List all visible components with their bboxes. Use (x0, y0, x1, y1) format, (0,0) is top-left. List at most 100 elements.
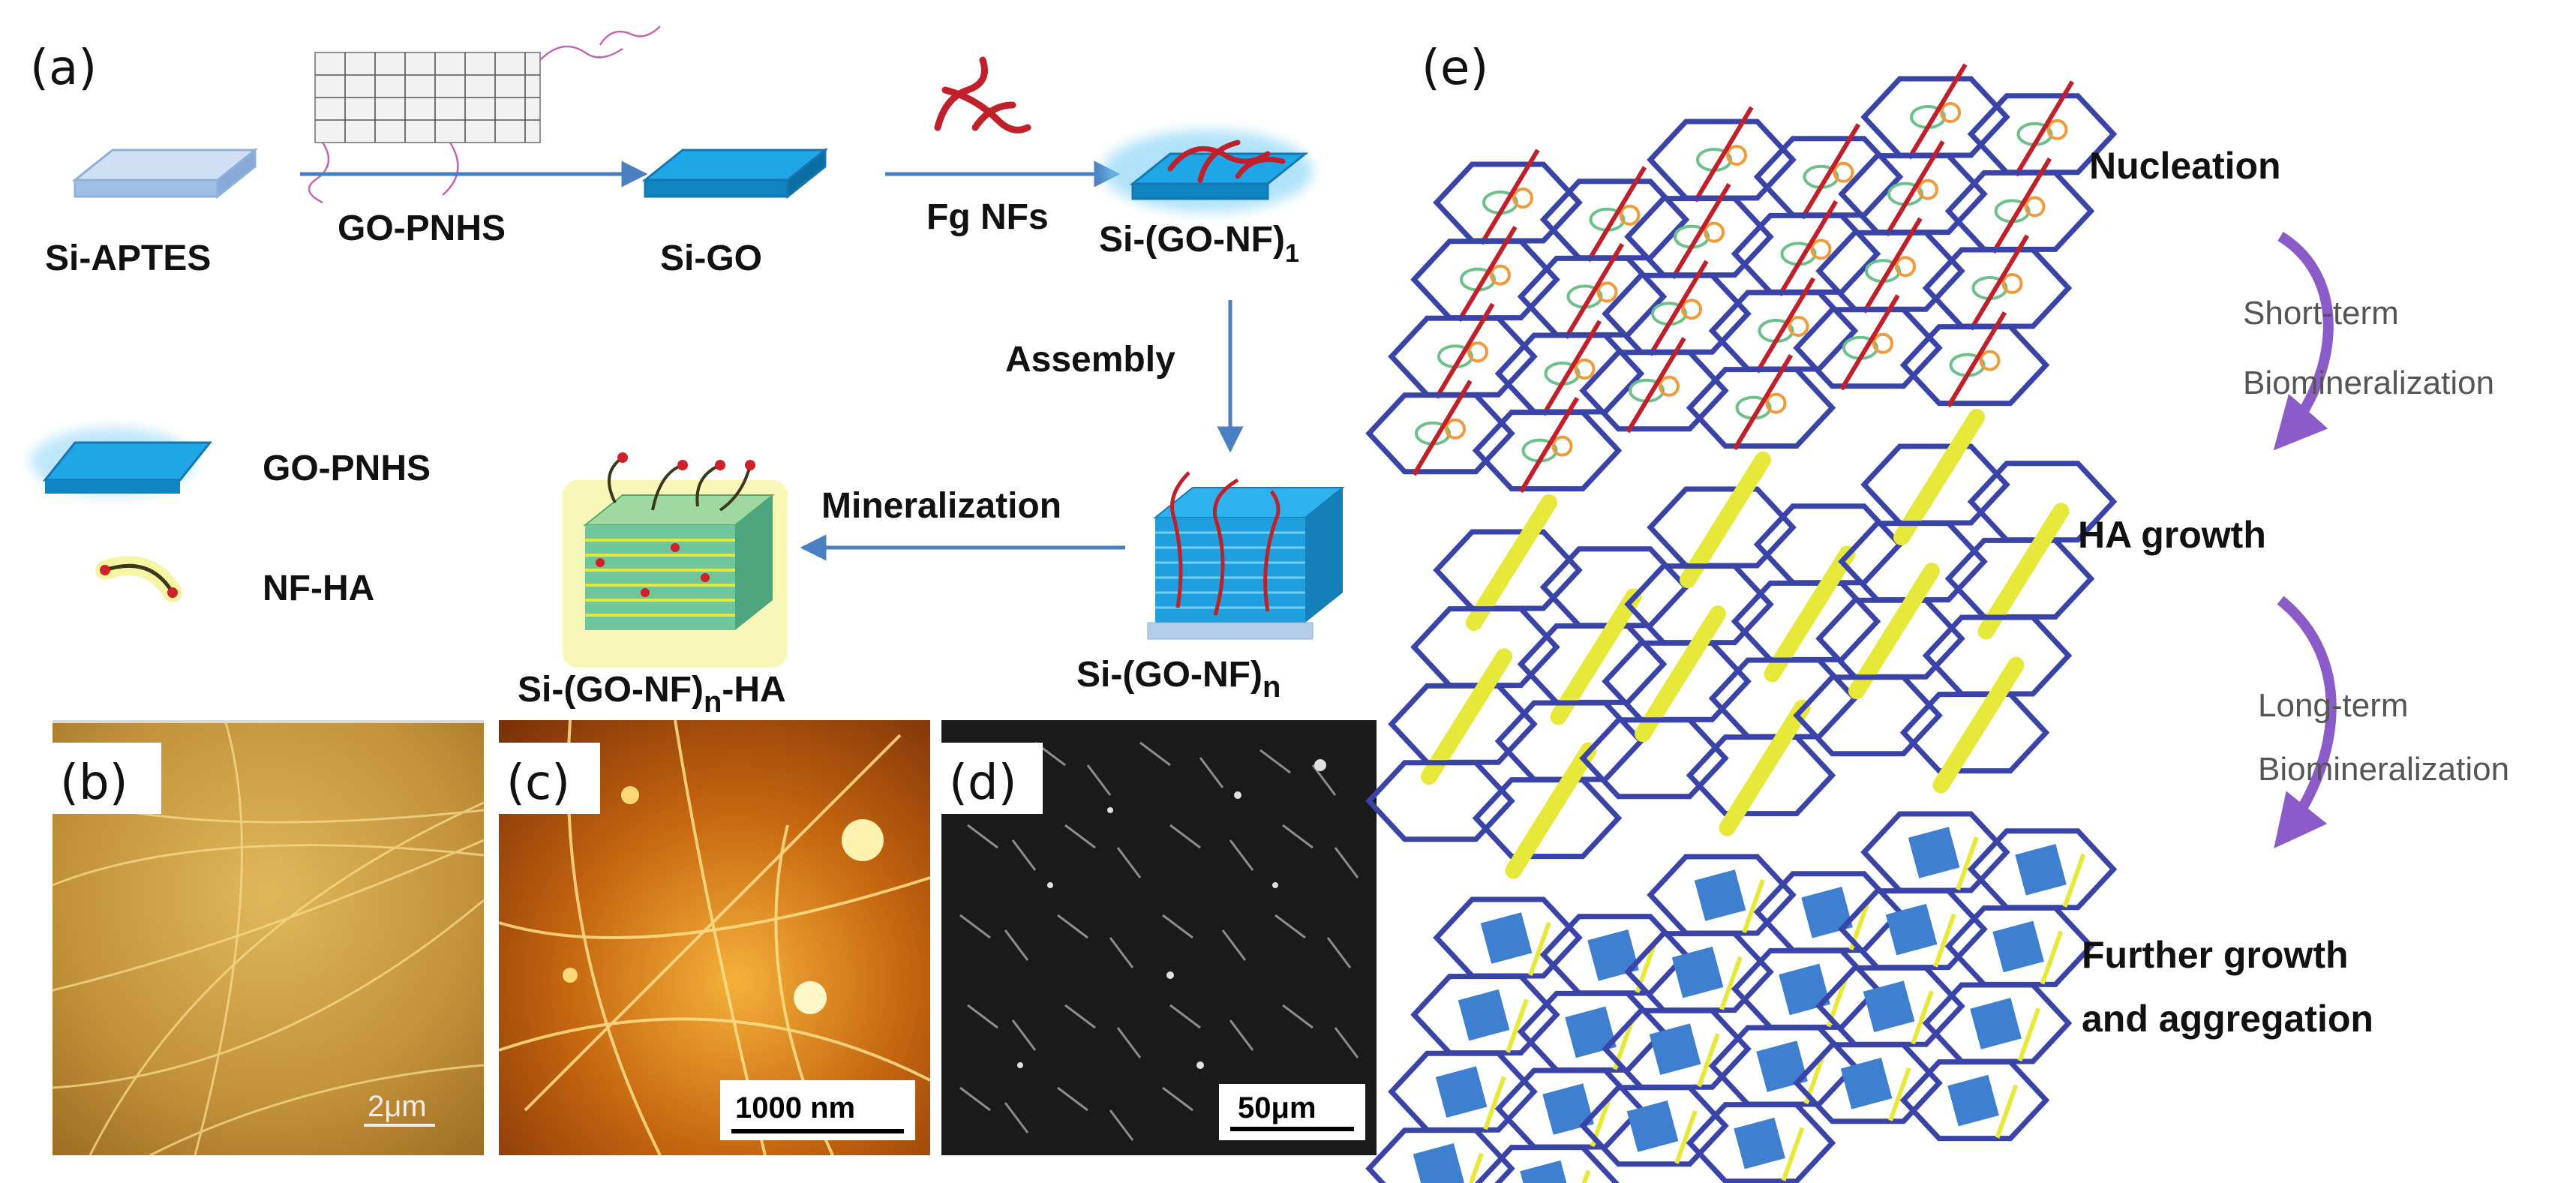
nucleation-site (1512, 188, 1533, 209)
fibrinogen-nanofiber (1648, 260, 1709, 356)
legend-nf-ha-swatch (95, 556, 182, 602)
ha-crystal (1587, 929, 1639, 981)
assembly-label: Assembly (1005, 340, 1175, 380)
ha-rod (1932, 656, 2025, 794)
hexagon-cell (1388, 1050, 1538, 1133)
lattice-nucleation (1365, 63, 2118, 494)
go-sheet-molecule (308, 26, 661, 204)
panel-c-letter: (c) (506, 755, 570, 811)
hexagon-cell (1793, 674, 1943, 757)
panel-c-letter-box (499, 743, 600, 814)
hexagon-cell (1388, 683, 1538, 765)
fibrinogen-nanofiber (1563, 242, 1625, 339)
hexagon-cell (1860, 811, 2010, 893)
legend-nf-ha-label: NF-HA (263, 569, 374, 608)
hexagon-cell (1944, 170, 2095, 252)
mineralization-label: Mineralization (821, 486, 1061, 526)
nucleation-site (2046, 119, 2068, 140)
hexagon-cell (1602, 1007, 1752, 1090)
fibrinogen-nanofiber (1518, 397, 1580, 494)
ha-crystal (1413, 1143, 1465, 1183)
hexagon-cell (1815, 965, 1965, 1047)
ha-crystal (1565, 1006, 1617, 1058)
hexagon-cell (1410, 239, 1560, 321)
panel-a-letter: (a) (30, 41, 97, 96)
nucleation-site (1681, 299, 1702, 320)
ha-crystal (1801, 887, 1853, 938)
hexagon-cell (1838, 521, 1988, 603)
si-go-nf-n-ha-stack (563, 452, 788, 668)
hexagon-cell (1579, 350, 1729, 432)
ha-rod (1977, 503, 2070, 640)
hexagon-cell (1944, 905, 2095, 987)
lattice-ha-growth (1365, 409, 2118, 879)
fibrinogen-nanofiber (1839, 294, 1900, 391)
hexagon-cell (1899, 692, 2050, 774)
hexagon-cell (1793, 1042, 1943, 1124)
hexagon-cell (1472, 777, 1623, 860)
ha-fiber (1933, 913, 1956, 968)
ha-rod (1719, 699, 1811, 836)
fg-nfs-label: Fg NFs (926, 197, 1049, 237)
fibrinogen-nanofiber (1434, 302, 1495, 399)
ha-fiber (1674, 1109, 1698, 1164)
ha-crystal (1671, 946, 1724, 998)
ha-crystal (1520, 1160, 1572, 1183)
short-term-label-2: Biomineralization (2243, 365, 2494, 401)
ha-rod (1635, 605, 1726, 743)
si-aptes-plate (71, 147, 259, 200)
hexagon-cell (1860, 443, 2010, 526)
hexagon-cell (1686, 1102, 1836, 1183)
long-term-label-2: Biomineralization (2258, 751, 2509, 788)
go-pnhs-step-label: GO-PNHS (338, 209, 506, 248)
hexagon-cell (1624, 931, 1774, 1013)
short-term-curve-arrow (2273, 232, 2334, 451)
ha-crystal (1992, 920, 2044, 973)
fibrinogen-nanofiber (1626, 337, 1686, 434)
fibrinogen-nanofiber (1479, 149, 1540, 245)
hexagon-cell (1579, 717, 1729, 800)
panel-d-scale-label: 50μm (1238, 1091, 1317, 1124)
panel-e-letter: (e) (1422, 41, 1488, 96)
fibrinogen-nanofiber (1884, 140, 1945, 237)
ha-rod (1550, 588, 1642, 725)
ha-rod (1893, 409, 1985, 545)
ha-fiber (2040, 930, 2064, 985)
si-go-label: Si-GO (660, 239, 762, 278)
ha-crystal (1779, 963, 1830, 1016)
ha-crystal (1694, 869, 1746, 921)
ha-crystal (1908, 827, 1960, 878)
ha-crystal (2015, 844, 2067, 896)
nucleation-site (1872, 332, 1893, 354)
long-term-curve-arrow (2274, 596, 2337, 848)
hexagon-cell (1922, 247, 2073, 329)
nucleation-site (1765, 392, 1787, 414)
hexagon-cell (1647, 486, 1797, 569)
stage-further-growth-label-2: and aggregation (2082, 998, 2373, 1040)
ha-crystal (1970, 998, 2022, 1049)
hexagon-cell (1472, 410, 1623, 492)
fibrinogen-nanofiber (1755, 277, 1816, 374)
hexagon-cell (1686, 734, 1836, 817)
hexagon-cell (1647, 119, 1797, 201)
ha-crystal (1649, 1023, 1701, 1076)
ha-rod (1421, 648, 1512, 785)
ha-fiber (1468, 1152, 1484, 1183)
legend-go-pnhs-label: GO-PNHS (263, 449, 431, 488)
fibrinogen-nanofiber (1946, 311, 2007, 408)
nucleation-site (1619, 204, 1641, 226)
hexagon-cell (1922, 614, 2073, 697)
ha-crystal (1435, 1066, 1488, 1118)
stage-ha-growth-label: HA growth (2078, 514, 2266, 556)
hexagon-cell (1410, 606, 1560, 689)
hexagon-cell (1838, 153, 1988, 236)
ha-fiber (1483, 1076, 1506, 1130)
ha-fiber (1888, 1067, 1911, 1121)
fibrinogen-nanofiber (1777, 200, 1839, 296)
panel-c-scale-label: 1000 nm (735, 1091, 855, 1124)
stage-further-growth-label-1: Further growth (2082, 934, 2349, 976)
hexagon-cell (1365, 760, 1515, 842)
hexagon-cell (1365, 1127, 1515, 1183)
si-aptes-label: Si-APTES (45, 239, 211, 278)
lattice-aggregation (1365, 811, 2118, 1183)
